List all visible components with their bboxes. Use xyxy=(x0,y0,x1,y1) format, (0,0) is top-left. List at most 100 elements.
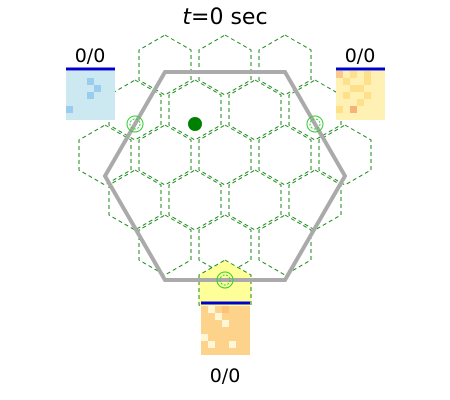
mini-map-cell xyxy=(73,85,80,92)
mini-map-cell xyxy=(357,113,364,120)
mini-map-cell xyxy=(378,106,385,113)
mini-map-cell xyxy=(236,348,243,355)
mini-map-cell xyxy=(94,99,101,106)
mini-map-cell xyxy=(215,327,222,334)
mini-map-cell xyxy=(336,71,343,78)
mini-map-cell xyxy=(343,85,350,92)
mini-map-cell xyxy=(108,92,115,99)
mini-map-cell xyxy=(364,113,371,120)
mini-map-cell xyxy=(236,306,243,313)
hex-cell[interactable] xyxy=(138,214,192,276)
mini-map-cell xyxy=(108,106,115,113)
agent-marker[interactable] xyxy=(188,117,202,131)
hex-cell[interactable] xyxy=(258,124,312,186)
mini-map-cell xyxy=(343,99,350,106)
mini-map-cell xyxy=(80,85,87,92)
mini-map-cell xyxy=(66,78,73,85)
hex-cell[interactable] xyxy=(138,124,192,186)
score-label: 0/0 xyxy=(345,45,376,67)
mini-map-cell xyxy=(357,99,364,106)
hex-cell[interactable] xyxy=(198,214,252,276)
mini-map-cell xyxy=(87,92,94,99)
hex-cell[interactable] xyxy=(168,169,222,231)
mini-map-cell xyxy=(215,306,222,313)
mini-map-cell xyxy=(87,99,94,106)
mini-map-cell xyxy=(87,106,94,113)
mini-map-cell xyxy=(229,320,236,327)
mini-map-cell xyxy=(364,71,371,78)
mini-map-cell xyxy=(343,78,350,85)
mini-map-cell xyxy=(208,313,215,320)
mini-map-cell xyxy=(66,106,73,113)
mini-map-cell xyxy=(208,320,215,327)
hex-cell[interactable] xyxy=(198,124,252,186)
mini-map-cell xyxy=(243,334,250,341)
mini-map-cell xyxy=(222,334,229,341)
mini-map-cell xyxy=(378,113,385,120)
mini-map-cell xyxy=(215,334,222,341)
mini-map-cell xyxy=(108,113,115,120)
mini-map-cell xyxy=(94,85,101,92)
mini-map-cell xyxy=(101,92,108,99)
mini-map-cell xyxy=(236,320,243,327)
hex-cell[interactable] xyxy=(318,124,372,186)
mini-map-cell xyxy=(378,92,385,99)
mini-map-cell xyxy=(336,99,343,106)
mini-map-cell xyxy=(108,99,115,106)
mini-map-cell xyxy=(201,327,208,334)
hex-cell[interactable] xyxy=(138,34,192,96)
hex-cell[interactable] xyxy=(198,34,252,96)
mini-map-cell xyxy=(66,99,73,106)
mini-map-cell xyxy=(364,78,371,85)
mini-map-cell xyxy=(208,348,215,355)
mini-map-cell xyxy=(343,113,350,120)
hex-cell[interactable] xyxy=(258,214,312,276)
mini-map-cell xyxy=(108,78,115,85)
mini-map-cell xyxy=(201,334,208,341)
mini-map-cell xyxy=(80,78,87,85)
hex-cell[interactable] xyxy=(168,79,222,141)
mini-map-cell xyxy=(66,92,73,99)
mini-map-cell xyxy=(350,85,357,92)
mini-map-cell xyxy=(87,78,94,85)
mini-map-cell xyxy=(336,78,343,85)
mini-map-cell xyxy=(222,313,229,320)
mini-map-cell xyxy=(201,348,208,355)
mini-map-cell xyxy=(101,85,108,92)
hex-cell[interactable] xyxy=(228,79,282,141)
mini-map-cell xyxy=(371,113,378,120)
mini-map-cell xyxy=(243,313,250,320)
mini-map-cell xyxy=(236,313,243,320)
score-label: 0/0 xyxy=(75,45,106,67)
goal-marker xyxy=(126,115,144,133)
mini-map-cell xyxy=(350,71,357,78)
player-panel-top-left: 0/0 xyxy=(66,45,115,120)
mini-map-cell xyxy=(378,85,385,92)
mini-map-cell xyxy=(222,320,229,327)
mini-map-cell xyxy=(343,92,350,99)
mini-map-cell xyxy=(101,106,108,113)
mini-map-cell xyxy=(357,78,364,85)
mini-map-cell xyxy=(364,92,371,99)
mini-map-cell xyxy=(101,78,108,85)
mini-map-cell xyxy=(343,71,350,78)
mini-map-cell xyxy=(87,85,94,92)
goal-marker xyxy=(306,115,324,133)
mini-map-cell xyxy=(208,334,215,341)
mini-map xyxy=(336,71,385,120)
mini-map-cell xyxy=(350,113,357,120)
hex-cell[interactable] xyxy=(78,124,132,186)
hex-cell[interactable] xyxy=(258,34,312,96)
hex-cell[interactable] xyxy=(228,169,282,231)
mini-map-cell xyxy=(87,71,94,78)
player-panel-top-right: 0/0 xyxy=(336,45,385,120)
mini-map-cell xyxy=(364,85,371,92)
mini-map-cell xyxy=(208,341,215,348)
hex-cell-highlighted[interactable] xyxy=(198,259,252,321)
mini-map-cell xyxy=(336,106,343,113)
mini-map-cell xyxy=(229,327,236,334)
mini-map-cell xyxy=(229,306,236,313)
mini-map-cell xyxy=(80,106,87,113)
mini-map-cell xyxy=(229,348,236,355)
